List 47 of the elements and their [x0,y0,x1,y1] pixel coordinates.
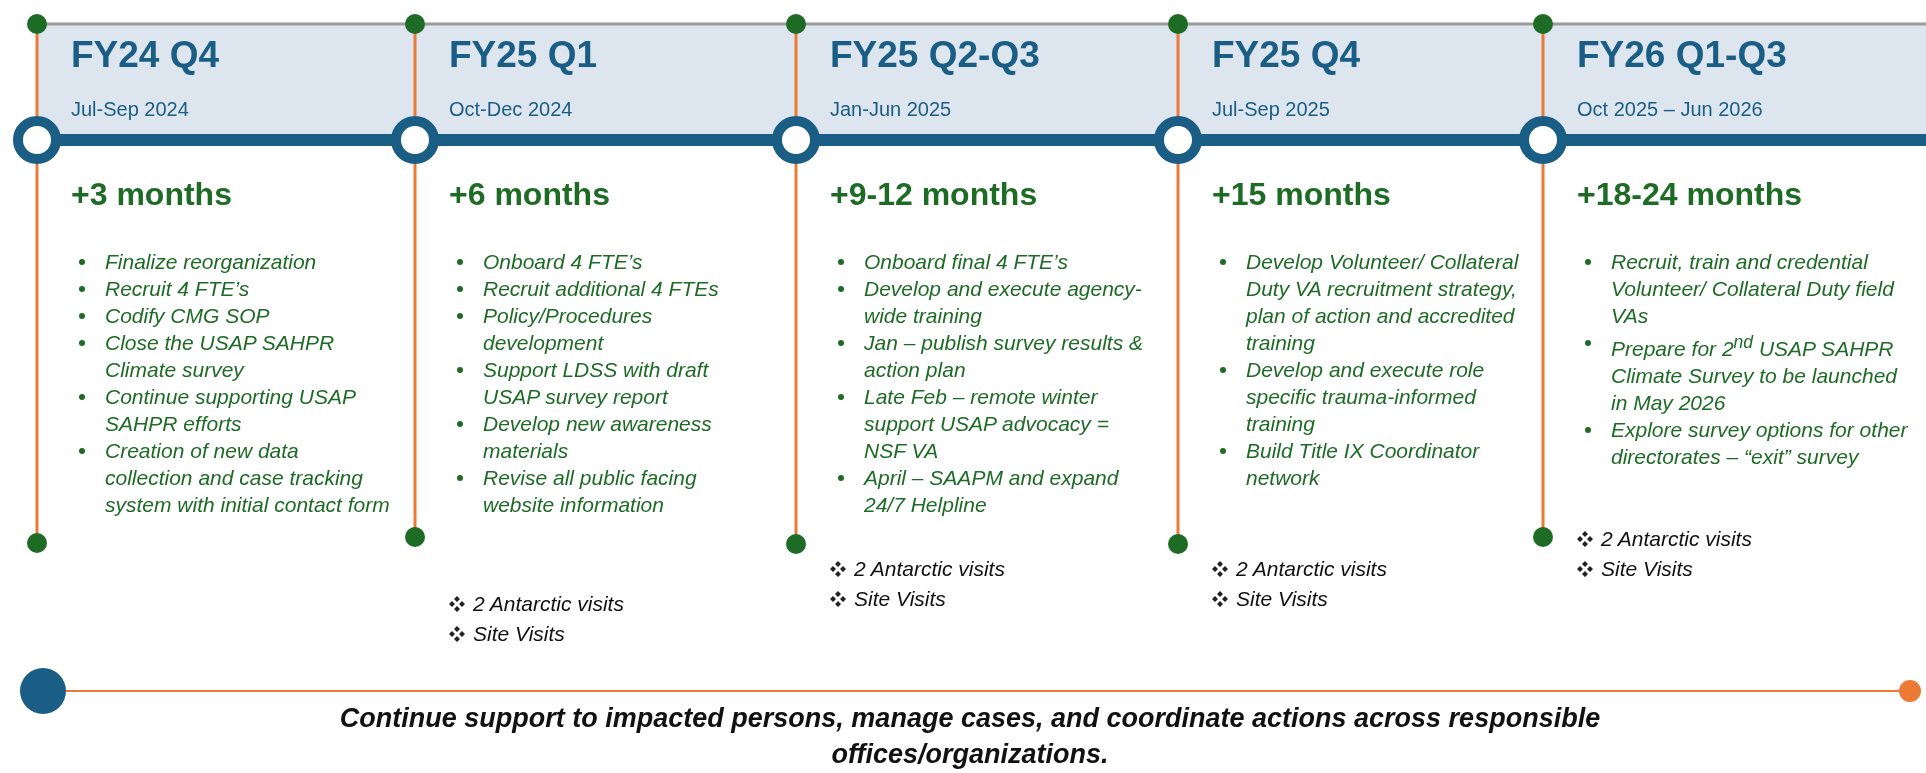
duration-heading: +15 months [1212,176,1391,213]
note-item: Site Visits [473,621,565,647]
bullet-item: Late Feb – remote winter support USAP advocacy = NSF VA [864,383,1149,464]
bullet-item: Develop Volunteer/ Collateral Duty VA recruitment strategy, plan of action and accredited training [1246,248,1531,356]
date-range: Jul-Sep 2024 [71,98,189,121]
bullet-item: Support LDSS with draft USAP survey report [483,356,768,410]
bullet-item: Recruit 4 FTE’s [105,275,390,302]
note-item: 2 Antarctic visits [854,556,1005,582]
note-item: 2 Antarctic visits [1601,526,1752,552]
bullet-item: Develop new awareness materials [483,410,768,464]
bullet-item: Continue supporting USAP SAHPR efforts [105,383,390,437]
bullet-item: Policy/Procedures development [483,302,768,356]
bullet-item: Codify CMG SOP [105,302,390,329]
date-range: Oct 2025 – Jun 2026 [1577,98,1763,121]
duration-heading: +18-24 months [1577,176,1802,213]
duration-heading: +6 months [449,176,610,213]
period-title: FY25 Q1 [449,34,598,76]
bullet-item: Jan – publish survey results & action plan [864,329,1149,383]
period-title: FY26 Q1-Q3 [1577,34,1787,76]
note-item: Site Visits [854,586,946,612]
date-range: Jan-Jun 2025 [830,98,952,121]
note-item: 2 Antarctic visits [473,591,624,617]
bullet-item: Develop and execute agency-wide training [864,275,1149,329]
period-title: FY25 Q2-Q3 [830,34,1040,76]
caption: Continue support to impacted persons, manage cases, and coordinate actions across responsible offices/organizations. [338,702,1602,771]
bullet-item: Revise all public facing website information [483,464,768,518]
bullet-item: Finalize reorganization [105,248,390,275]
bullet-item: Develop and execute role specific trauma-informed training [1246,356,1531,437]
bullet-item: Recruit, train and credential Volunteer/ Collateral Duty field VAs [1611,248,1916,329]
bullet-item: Recruit additional 4 FTEs [483,275,768,302]
date-range: Oct-Dec 2024 [449,98,573,121]
bullet-item: Onboard 4 FTE’s [483,248,768,275]
bullet-item: April – SAAPM and expand 24/7 Helpline [864,464,1149,518]
bullet-item: Build Title IX Coordinator network [1246,437,1531,491]
bullet-item: Explore survey options for other directorates – “exit” survey [1611,416,1916,470]
note-item: 2 Antarctic visits [1236,556,1387,582]
note-item: Site Visits [1601,556,1693,582]
period-title: FY24 Q4 [71,34,220,76]
note-item: Site Visits [1236,586,1328,612]
duration-heading: +3 months [71,176,232,213]
bullet-item: Creation of new data collection and case tracking system with initial contact form [105,437,390,518]
duration-heading: +9-12 months [830,176,1038,213]
period-title: FY25 Q4 [1212,34,1361,76]
bullet-item: Close the USAP SAHPR Climate survey [105,329,390,383]
date-range: Jul-Sep 2025 [1212,98,1330,121]
bullet-item: Prepare for 2$^{nd}$ USAP SAHPR Climate Survey to be launched in May 2026 [1611,329,1916,416]
bullet-item: Onboard final 4 FTE’s [864,248,1149,275]
